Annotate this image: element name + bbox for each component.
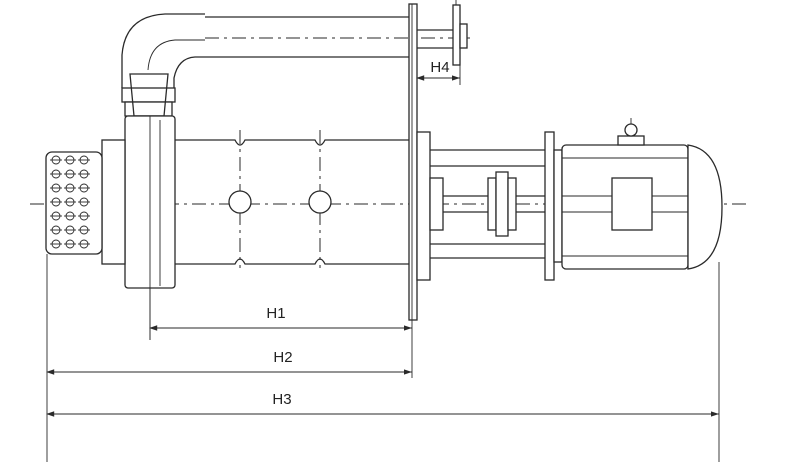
discharge-pipe (205, 16, 470, 58)
dimension-label-h4: H4 (430, 59, 449, 76)
dimension-h3: H3 (46, 391, 719, 417)
outlet-flange (452, 0, 468, 85)
electric-motor (561, 118, 723, 270)
pump-casing (101, 115, 176, 340)
dimension-h2: H2 (46, 349, 412, 375)
dimension-h4: H4 (416, 59, 460, 81)
elbow-flange (121, 73, 176, 117)
suction-strainer (45, 151, 103, 255)
dimension-label-h1: H1 (266, 305, 285, 322)
mounting-plate (408, 3, 418, 321)
dimension-label-h2: H2 (273, 349, 292, 366)
dimension-h1: H1 (149, 305, 412, 331)
extension-lines (46, 60, 720, 462)
bearing-housing (416, 131, 545, 281)
shaft-coupling (443, 171, 545, 237)
dimension-label-h3: H3 (272, 391, 291, 408)
motor-flange (544, 131, 563, 281)
pump-column (175, 130, 409, 268)
pipe-elbow (121, 13, 205, 88)
